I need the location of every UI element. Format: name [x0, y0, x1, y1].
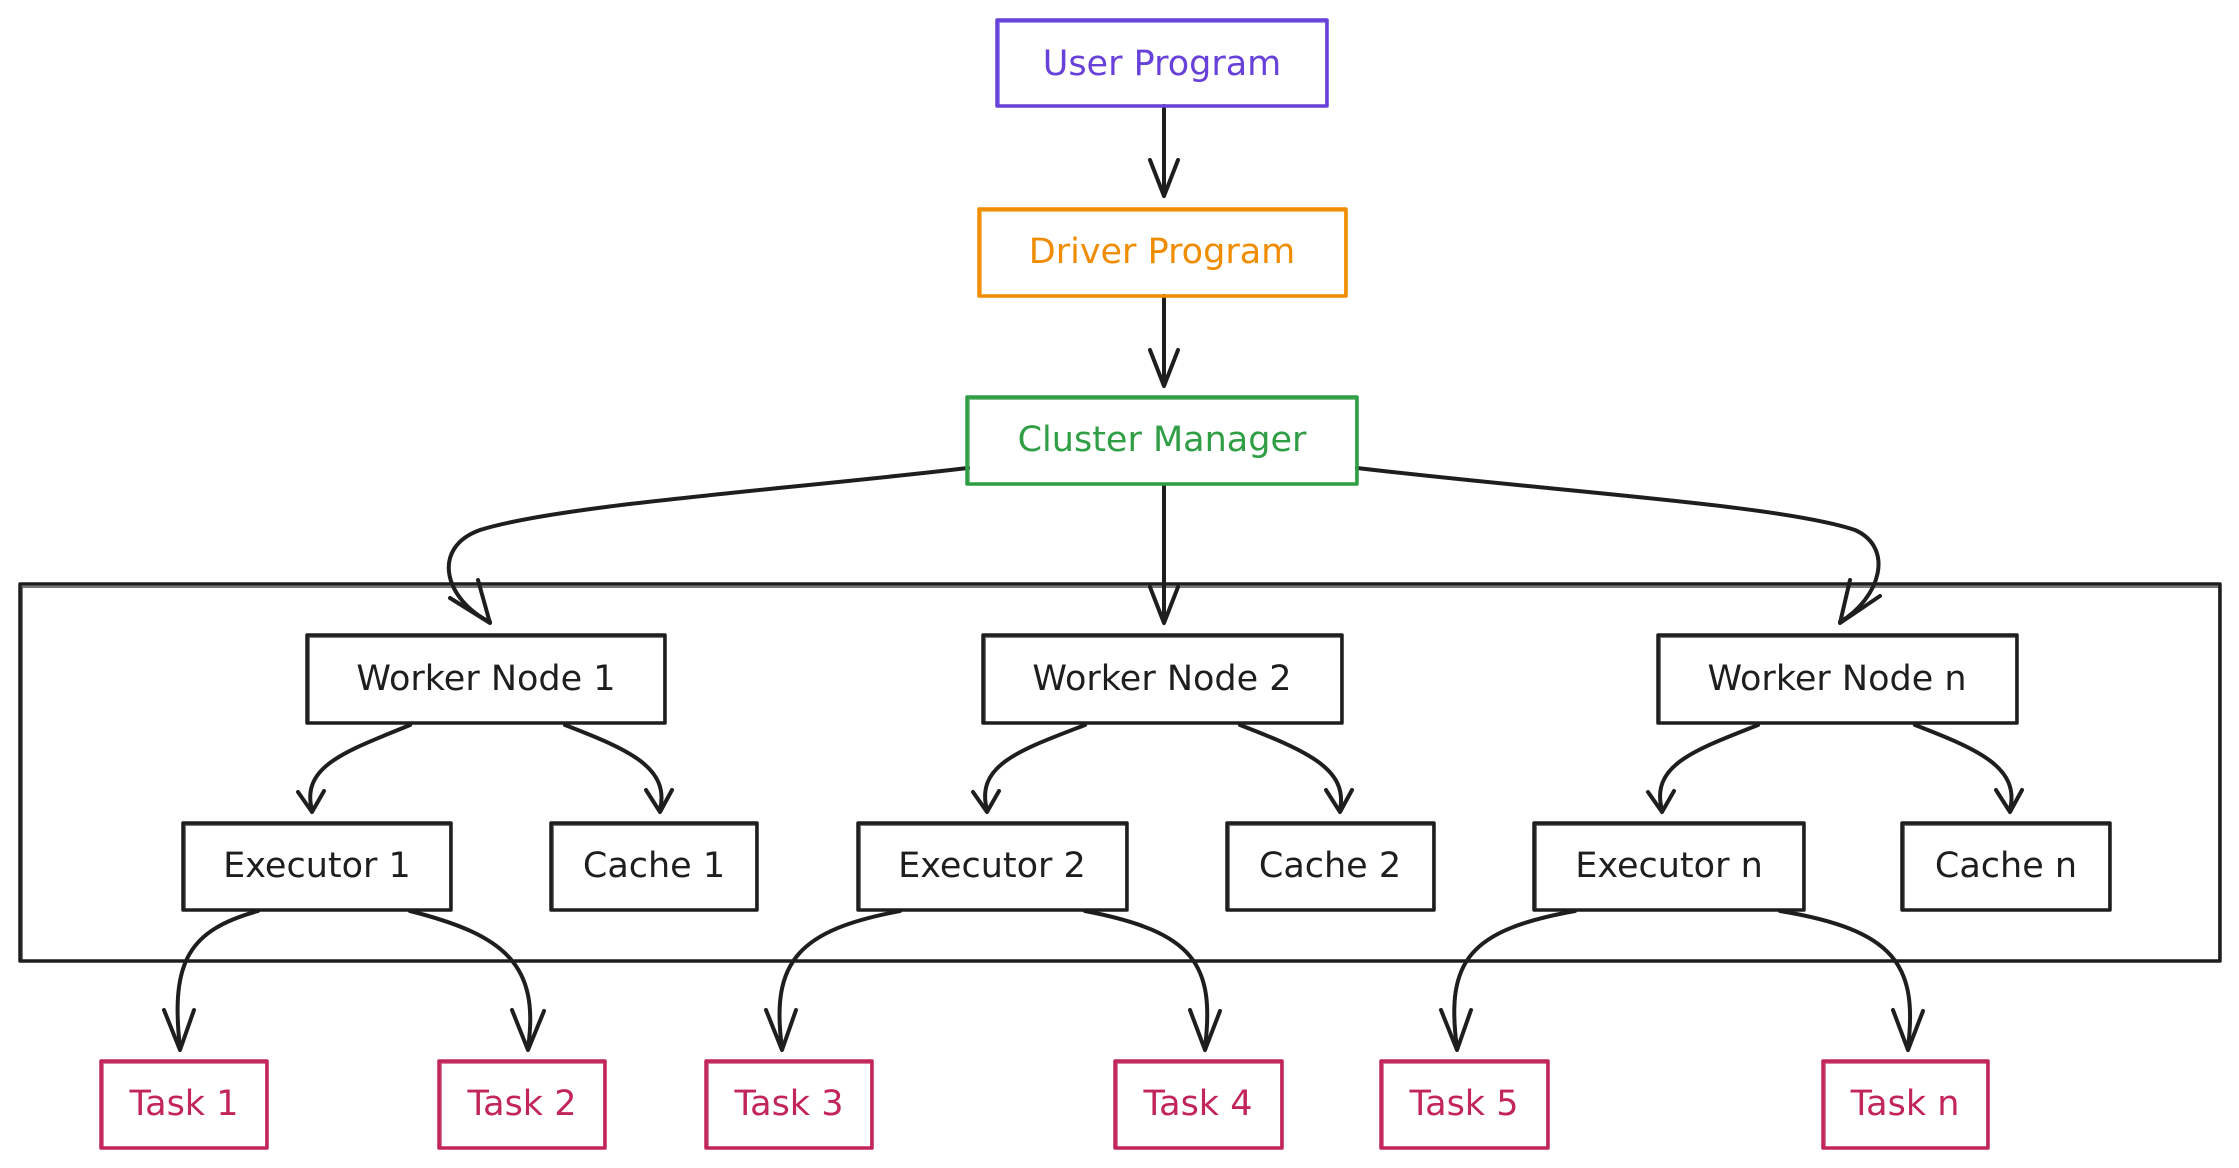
worker-node-n-label: Worker Node n: [1707, 659, 1966, 699]
worker-node-n-node: Worker Node n: [1656, 633, 2019, 725]
cluster-manager-label: Cluster Manager: [1018, 420, 1307, 460]
driver-program-label: Driver Program: [1029, 232, 1296, 272]
edge-executor-1-to-task-2: [408, 909, 546, 1052]
edge-executor-n-to-task-5: [1439, 909, 1577, 1052]
edge-worker-node-1-to-executor-1: [296, 723, 412, 814]
cache-n-node: Cache n: [1900, 821, 2112, 912]
edge-user-program-to-driver-program: [1148, 104, 1180, 198]
cache-1-node: Cache 1: [549, 821, 759, 912]
user-program-label: User Program: [1043, 44, 1282, 84]
task-2-node: Task 2: [437, 1059, 607, 1150]
edge-worker-node-2-to-executor-2: [971, 723, 1087, 814]
cache-2-node: Cache 2: [1225, 821, 1436, 912]
edge-executor-1-to-task-1: [162, 909, 260, 1052]
worker-node-2-node: Worker Node 2: [981, 633, 1344, 725]
edge-driver-program-to-cluster-manager: [1148, 294, 1180, 388]
executor-1-node: Executor 1: [181, 821, 453, 912]
task-n-node: Task n: [1821, 1059, 1990, 1150]
cache-n-label: Cache n: [1935, 846, 2077, 886]
edge-executor-n-to-task-n: [1778, 909, 1925, 1052]
cache-2-label: Cache 2: [1259, 846, 1401, 886]
edge-cluster-manager-to-worker-node-2: [1148, 484, 1180, 625]
edge-cluster-manager-to-worker-node-n: [1355, 466, 1882, 625]
executor-n-label: Executor n: [1575, 846, 1763, 886]
cache-1-label: Cache 1: [583, 846, 725, 886]
edge-worker-node-n-to-executor-n: [1646, 723, 1760, 814]
executor-1-label: Executor 1: [223, 846, 411, 886]
task-4-label: Task 4: [1143, 1084, 1253, 1124]
worker-node-1-node: Worker Node 1: [305, 633, 667, 725]
cluster-container: [18, 582, 2222, 963]
driver-program-node: Driver Program: [977, 207, 1348, 298]
cluster-manager-node: Cluster Manager: [965, 395, 1359, 486]
edge-executor-2-to-task-3: [764, 909, 902, 1052]
task-1-label: Task 1: [129, 1084, 239, 1124]
worker-node-1-label: Worker Node 1: [356, 659, 615, 699]
executor-2-label: Executor 2: [898, 846, 1086, 886]
task-1-node: Task 1: [99, 1059, 269, 1150]
edge-cluster-manager-to-worker-node-1: [446, 466, 970, 625]
nodes: User Program Driver Program Cluster Mana…: [99, 18, 2112, 1150]
task-5-label: Task 5: [1409, 1084, 1519, 1124]
executor-2-node: Executor 2: [856, 821, 1129, 912]
edge-worker-node-2-to-cache-2: [1238, 723, 1354, 814]
task-3-node: Task 3: [704, 1059, 874, 1150]
task-3-label: Task 3: [734, 1084, 844, 1124]
executor-n-node: Executor n: [1532, 821, 1806, 912]
edges: [162, 104, 2024, 1052]
task-4-node: Task 4: [1113, 1059, 1284, 1150]
edge-executor-2-to-task-4: [1083, 909, 1222, 1052]
edge-worker-node-n-to-cache-n: [1913, 723, 2024, 814]
edge-worker-node-1-to-cache-1: [563, 723, 674, 814]
user-program-node: User Program: [995, 18, 1329, 108]
task-2-label: Task 2: [467, 1084, 577, 1124]
task-5-node: Task 5: [1379, 1059, 1550, 1150]
worker-node-2-label: Worker Node 2: [1032, 659, 1291, 699]
task-n-label: Task n: [1850, 1084, 1960, 1124]
